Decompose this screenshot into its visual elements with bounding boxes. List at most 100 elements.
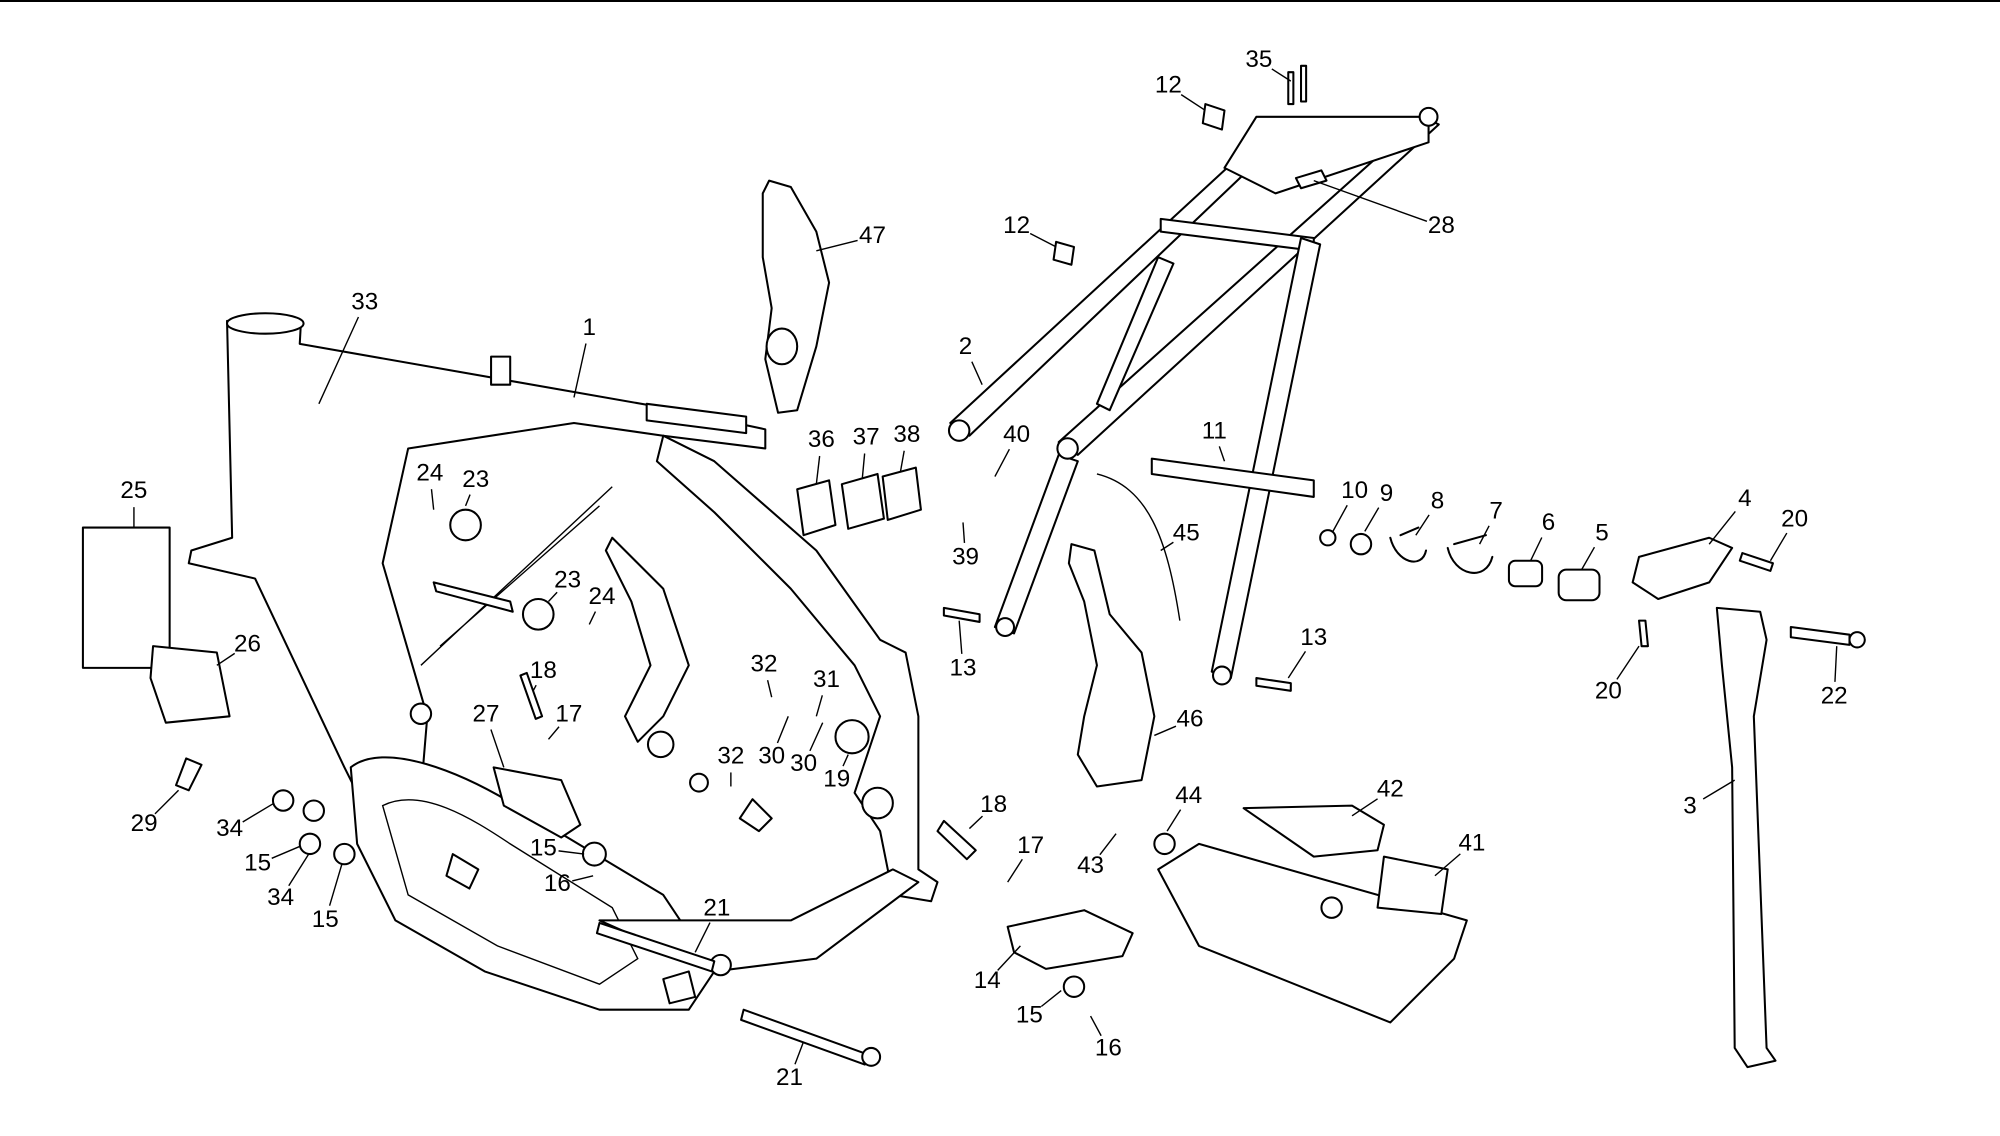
leader-line [1581,546,1596,570]
leader-line [572,875,594,882]
leader-line [271,845,301,859]
leader-line [794,1041,805,1065]
callout-label-34: 34 [216,815,243,842]
leader-line [1313,179,1428,223]
leader-line [962,522,966,543]
leader-line [1089,1015,1102,1037]
rear-subframe [947,106,1440,686]
callout-label-40: 40 [1003,421,1030,448]
callout-label-15: 15 [312,906,339,933]
callout-label-32: 32 [751,651,778,678]
leader-line [1099,833,1117,856]
leader-line [1351,798,1378,817]
callout-label-22: 22 [1821,683,1848,710]
leader-line [1434,853,1461,877]
callout-label-23: 23 [554,567,581,594]
callout-label-47: 47 [859,222,886,249]
callout-label-2: 2 [959,333,972,360]
callout-label-38: 38 [893,421,920,448]
leader-line [1702,779,1736,800]
leader-line [1180,94,1206,112]
leader-line [1029,232,1057,248]
leader-line [958,620,963,654]
leader-line [1332,504,1348,532]
leader-line [547,726,560,740]
parts-drawing [81,64,1866,1069]
callout-label-12: 12 [1003,212,1030,239]
leader-line [532,684,537,692]
callout-label-3: 3 [1683,792,1696,819]
callout-label-41: 41 [1458,829,1485,856]
callout-label-21: 21 [703,894,730,921]
leader-line [430,489,435,510]
callout-label-13: 13 [1300,624,1327,651]
leader-line [490,729,505,768]
leader-line [464,494,471,507]
callout-label-1: 1 [583,314,596,341]
leader-line [1007,858,1023,883]
callout-label-16: 16 [544,870,571,897]
leader-line [1271,68,1292,82]
leader-line [1769,532,1788,562]
leader-line [968,815,983,830]
leader-line [1166,809,1182,832]
callout-label-36: 36 [808,426,835,453]
leader-line [1708,510,1736,545]
callout-label-9: 9 [1380,480,1393,507]
leader-line [288,853,310,887]
callout-label-39: 39 [952,544,979,571]
leader-line [1160,541,1174,552]
callout-label-30: 30 [790,750,817,777]
callout-label-6: 6 [1542,509,1555,536]
leader-line [547,591,558,603]
leader-line [318,316,360,405]
leader-line [809,722,824,752]
callout-label-43: 43 [1077,852,1104,879]
callout-label-17: 17 [1017,832,1044,859]
leader-lines [133,68,1838,1065]
leader-line [899,450,905,472]
leader-line [216,652,236,666]
callout-label-7: 7 [1489,498,1502,525]
callout-label-15: 15 [530,834,557,861]
leader-line [842,754,849,767]
callout-label-24: 24 [416,459,443,486]
callout-label-21: 21 [776,1064,803,1091]
callout-label-30: 30 [758,743,785,770]
callout-label-46: 46 [1177,706,1204,733]
callout-label-12: 12 [1155,72,1182,99]
callout-label-23: 23 [462,466,489,493]
callout-label-27: 27 [472,700,499,727]
callout-label-28: 28 [1428,212,1455,239]
leader-line [242,802,275,823]
leader-line [588,611,597,625]
leader-line [1154,725,1177,737]
callout-label-45: 45 [1173,519,1200,546]
leader-line [997,945,1021,971]
callout-label-33: 33 [351,288,378,315]
leader-line [1287,650,1307,679]
callout-label-29: 29 [131,810,158,837]
leader-line [573,343,587,398]
leader-line [1040,990,1062,1008]
callout-label-34: 34 [267,884,294,911]
callout-label-11: 11 [1202,417,1227,444]
callout-label-18: 18 [530,657,557,684]
leader-line [1529,537,1543,562]
callout-label-19: 19 [823,766,850,793]
callout-label-25: 25 [120,477,147,504]
callout-label-5: 5 [1595,519,1608,546]
leader-line [971,361,983,385]
leader-line [1616,645,1640,680]
callout-label-15: 15 [244,850,271,877]
callout-label-16: 16 [1095,1035,1122,1062]
main-frame [187,312,939,1011]
callout-label-8: 8 [1431,487,1444,514]
leader-line [154,789,180,815]
leader-line [815,455,821,485]
leader-line [816,239,858,252]
callout-label-44: 44 [1175,782,1202,809]
callout-label-4: 4 [1738,485,1751,512]
